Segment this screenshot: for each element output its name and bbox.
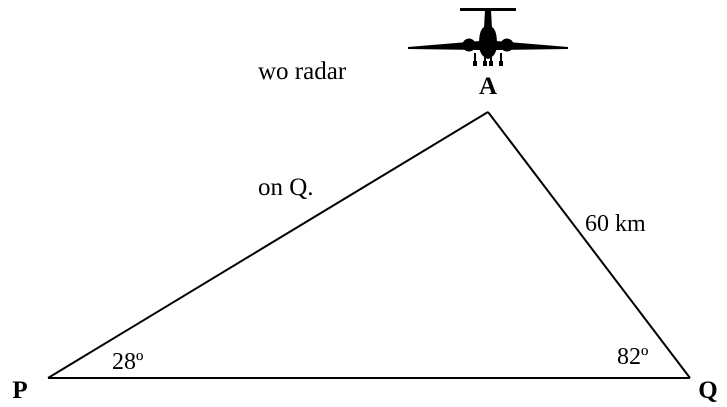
angle-label-q: 82º: [617, 344, 649, 370]
question-text-fragment-2: on Q.: [258, 174, 314, 201]
vertex-label-q: Q: [698, 377, 717, 404]
airplane-icon: [408, 8, 568, 66]
question-text-fragment-1: wo radar: [258, 58, 347, 85]
vertex-label-a: A: [479, 73, 497, 100]
side-aq: [487, 111, 691, 379]
vertex-label-p: P: [12, 377, 27, 404]
angle-label-p: 28º: [112, 349, 144, 375]
side-label-aq: 60 km: [585, 211, 646, 237]
side-pa: [47, 111, 489, 379]
